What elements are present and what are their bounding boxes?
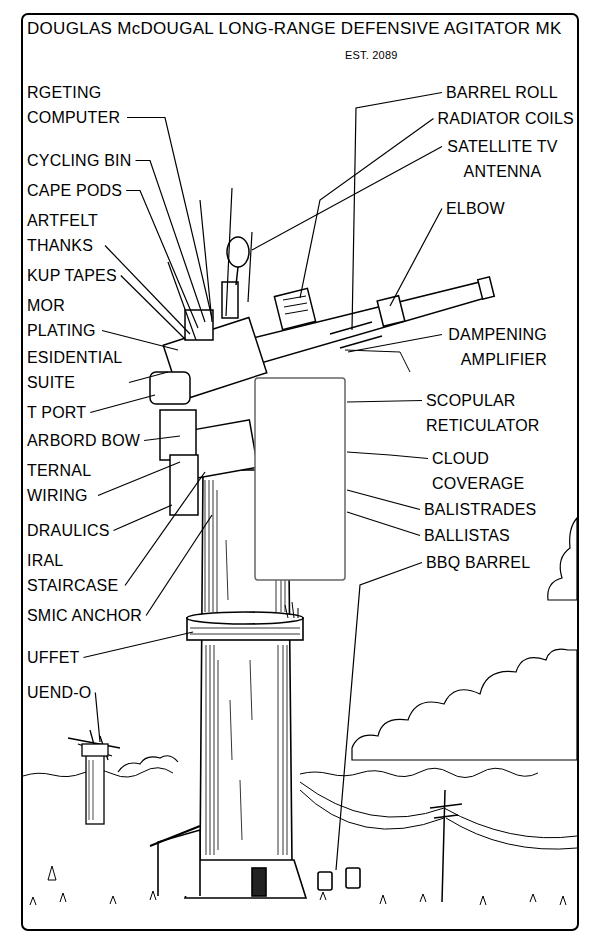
drawing-rect <box>274 288 315 329</box>
drawing-path <box>300 782 444 817</box>
leader-line <box>126 191 198 329</box>
part-label: DRAULICS <box>27 518 110 543</box>
part-label: BALISTRADES <box>424 497 536 522</box>
leader-line <box>146 515 212 616</box>
part-label: SCOPULAR RETICULATOR <box>426 388 542 438</box>
part-label: BARREL ROLL <box>446 80 558 105</box>
part-label: BBQ BARREL <box>426 550 530 575</box>
drawing-path <box>89 760 93 820</box>
leader-line <box>129 372 168 383</box>
part-label: IRAL STAIRCASE <box>27 548 121 598</box>
drawing-path <box>68 730 120 760</box>
part-label: CAPE PODS <box>27 178 122 203</box>
part-label: KUP TAPES <box>27 263 117 288</box>
drawing-path <box>352 649 577 760</box>
drawing-rect <box>478 277 494 299</box>
leader-line <box>348 335 442 353</box>
part-label: RADIATOR COILS <box>438 106 574 131</box>
leader-line <box>252 147 442 251</box>
drawing-path <box>283 296 308 314</box>
leader-line <box>102 331 178 351</box>
leader-line <box>347 490 420 510</box>
leader-line <box>98 462 180 496</box>
part-label: ESIDENTIAL SUITE <box>27 345 125 395</box>
leader-line <box>347 512 420 536</box>
part-label: TERNAL WIRING <box>27 458 94 508</box>
leader-line <box>95 693 100 743</box>
drawing-rect <box>150 372 190 404</box>
leader-lines <box>84 93 443 871</box>
drawing-g <box>150 188 494 580</box>
leader-line <box>144 436 180 441</box>
drawing-path <box>168 188 252 340</box>
drawing-path <box>300 790 444 829</box>
leader-line <box>105 246 190 335</box>
leader-line <box>114 505 173 531</box>
drawing-ellipse <box>187 612 303 624</box>
drawing-path <box>285 602 298 618</box>
drawing-rect <box>86 752 104 824</box>
part-label: SMIC ANCHOR <box>27 603 142 628</box>
drawing-path <box>236 267 238 285</box>
leader-line <box>84 632 194 658</box>
part-label: CLOUD COVERAGE <box>432 446 527 496</box>
part-label: RGETING COMPUTER <box>27 80 123 130</box>
part-label: ARTFELT THANKS <box>27 208 101 258</box>
drawing-rect <box>22 14 578 930</box>
leader-line <box>90 395 155 413</box>
part-label: UEND-O <box>27 680 91 705</box>
drawing-rect <box>255 378 345 580</box>
part-label: MOR PLATING <box>27 293 98 343</box>
leader-line <box>390 209 442 307</box>
part-label: SATELLITE TV ANTENNA <box>446 134 559 184</box>
drawing-rect <box>318 872 332 890</box>
leader-line <box>136 161 206 323</box>
part-label: ELBOW <box>446 196 505 221</box>
drawing-g <box>68 730 120 824</box>
drawing-path <box>150 826 200 846</box>
title-text: DOUGLAS McDOUGAL LONG-RANGE DEFENSIVE AG… <box>27 20 562 39</box>
part-label: T PORT <box>27 400 86 425</box>
leader-line <box>125 472 205 586</box>
part-label: ARBORD BOW <box>27 428 140 453</box>
leader-line <box>121 276 186 341</box>
drawing-rect <box>346 868 360 888</box>
drawing-rect <box>185 310 213 340</box>
drawing-path <box>226 540 252 840</box>
drawing-path <box>330 322 382 348</box>
drawing-path <box>548 518 577 600</box>
drawing-path <box>185 860 306 898</box>
drawing-path <box>48 866 56 880</box>
drawing-path <box>446 818 577 849</box>
drawing-rect <box>82 744 108 756</box>
leader-line <box>300 119 434 299</box>
drawing-rect <box>377 296 405 327</box>
drawing-ellipse <box>227 237 249 267</box>
part-label: BALLISTAS <box>424 523 510 548</box>
part-label: CYCLING BIN <box>27 148 131 173</box>
drawing-path <box>30 891 566 905</box>
date-label: EST. 2089 <box>345 48 398 62</box>
drawing-path <box>345 350 410 372</box>
leader-line <box>352 93 442 331</box>
leader-line <box>347 401 422 403</box>
drawing-rect <box>160 410 196 460</box>
leader-line <box>347 452 428 459</box>
drawing-path <box>190 628 300 634</box>
drawing-rect <box>222 282 238 318</box>
part-label: UFFET <box>27 645 80 670</box>
part-label: DAMPENING AMPLIFIER <box>446 322 547 372</box>
drawing-rect <box>252 868 266 896</box>
leader-line <box>336 563 422 871</box>
drawing-path <box>444 808 577 838</box>
